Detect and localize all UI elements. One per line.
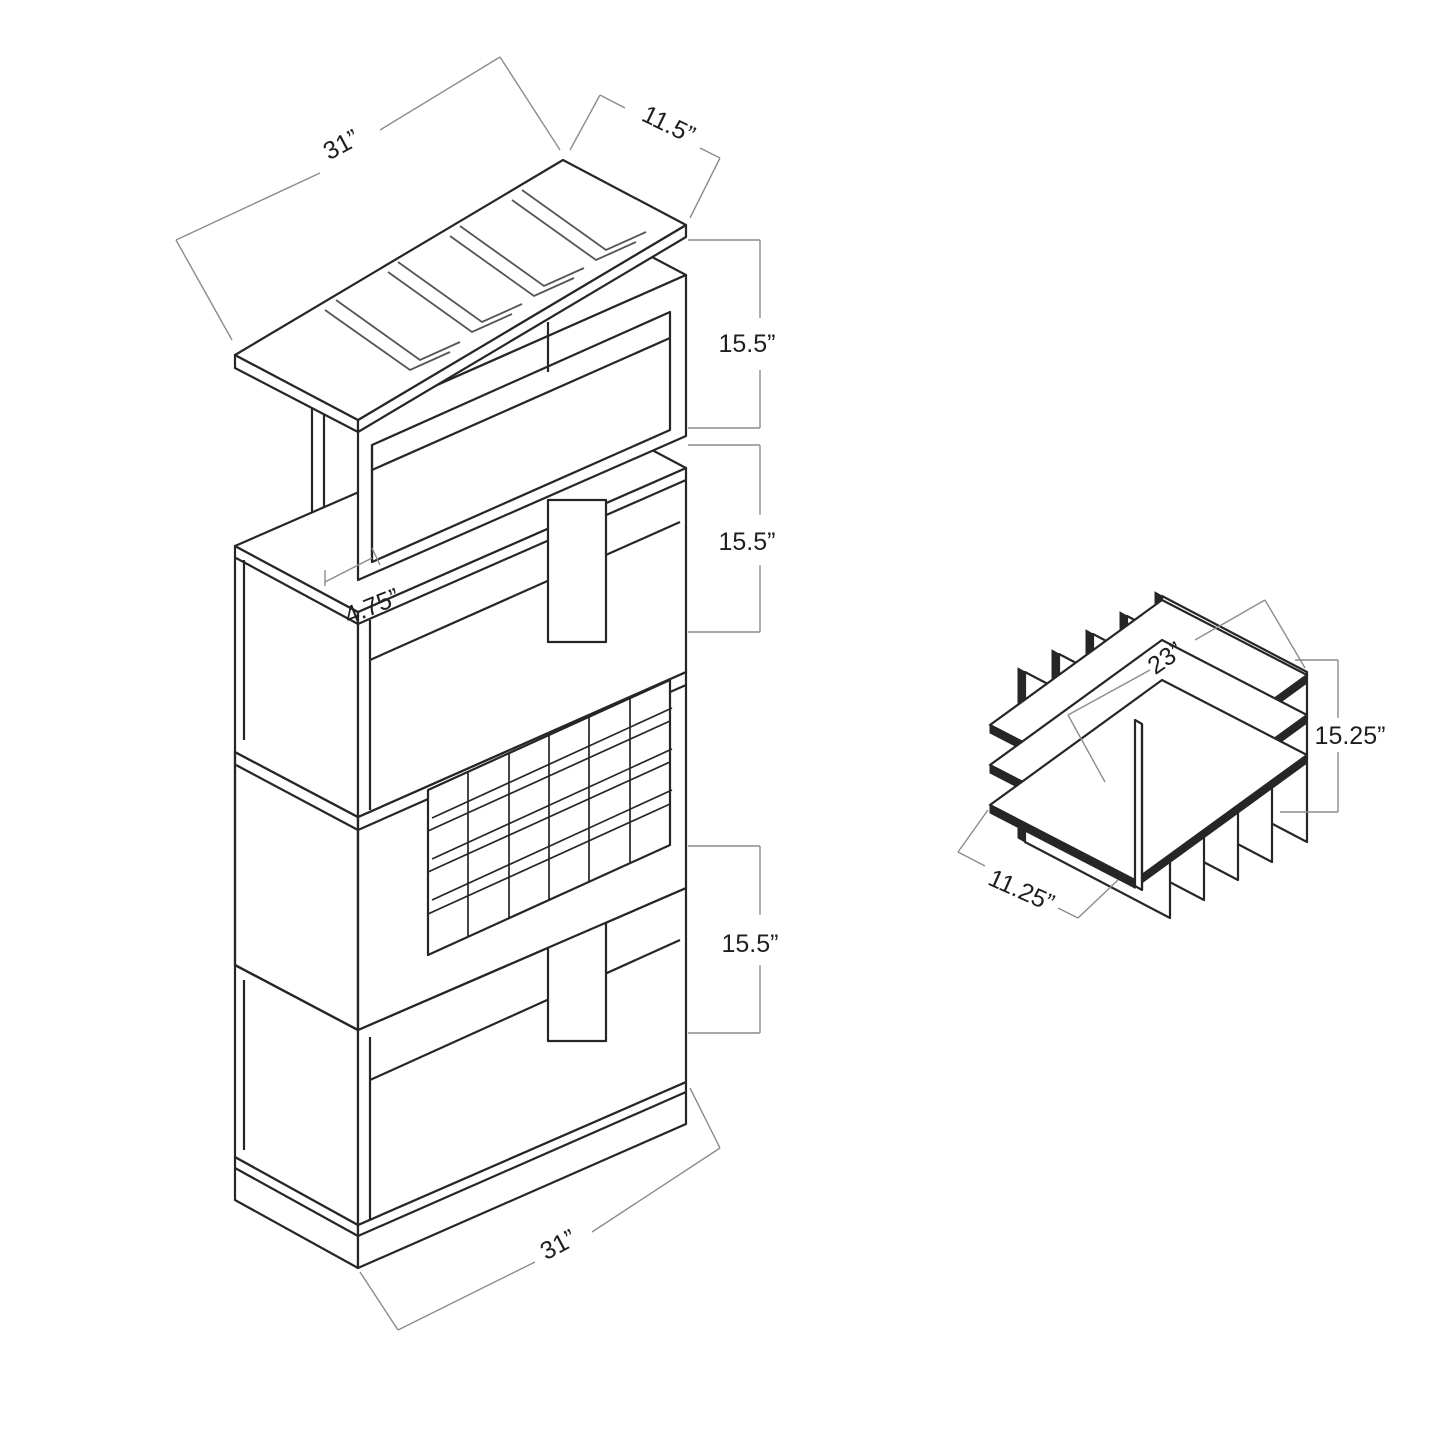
shelf-height-label-1: 15.5” xyxy=(719,330,776,358)
top-depth-label: 11.5” xyxy=(638,100,700,149)
rack-depth-label: 11.25” xyxy=(984,864,1058,918)
bottom-width-label: 31” xyxy=(536,1224,581,1266)
shelf-dimension-lines xyxy=(175,56,761,1331)
rack-height-label: 15.25” xyxy=(1315,722,1386,750)
shelf-height-label-3: 15.5” xyxy=(722,930,779,958)
stemware-hangers xyxy=(324,189,647,372)
shelf-height-label-2: 15.5” xyxy=(719,528,776,556)
shelf-unit-drawing xyxy=(233,158,688,1270)
rack-dimension-lines xyxy=(957,599,1339,919)
wine-bottle-grid xyxy=(427,698,673,955)
wine-rack-insert-drawing xyxy=(988,591,1309,920)
top-width-label: 31” xyxy=(319,124,364,166)
top-open-shelf xyxy=(233,158,688,582)
